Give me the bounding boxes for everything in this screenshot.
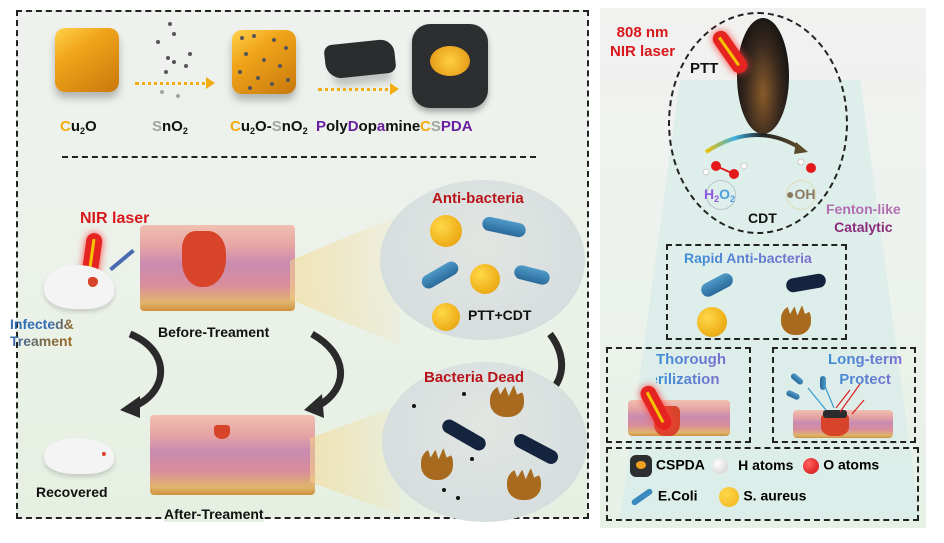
h2o2-circle — [706, 180, 736, 210]
legend-row-2: E.Coli S. aureus — [630, 487, 806, 507]
nir-laser-label: NIR laser — [80, 210, 150, 227]
thorough-sterilization-label: Thorough Sterilization — [634, 351, 726, 388]
sno2-particles-image — [150, 22, 200, 102]
reaction-arrow-icon — [704, 132, 808, 154]
label-part: 2 — [250, 126, 256, 136]
ecoli-icon — [630, 487, 654, 507]
808nm-laser-label: 808 nm NIR laser — [610, 24, 676, 60]
label-polydopamine: PolyDopamine — [316, 118, 420, 135]
skin-before-treatment-image — [140, 225, 295, 311]
oh-circle — [786, 180, 816, 210]
s-aureus-icon — [470, 264, 500, 294]
repel-arrows-icon — [807, 383, 865, 415]
o-atom-icon — [803, 458, 820, 474]
rapid-anti-bacteria-box — [666, 244, 847, 340]
label-part: P — [316, 118, 327, 135]
label-part: S — [271, 118, 282, 135]
label-part: 2 — [182, 126, 188, 136]
label-cu2o-sno2: Cu2O-SnO2 — [230, 118, 308, 136]
bacteria-dead-label: Bacteria Dead — [424, 369, 525, 386]
label-cspda: CSPDA — [420, 118, 473, 135]
after-treatment-label: After-Treament — [164, 506, 264, 522]
legend-box — [606, 447, 919, 521]
label-part: S — [430, 118, 441, 135]
ptt-cdt-label: PTT+CDT — [468, 307, 532, 323]
cspda-icon — [630, 455, 652, 477]
h-atom-icon — [712, 458, 729, 474]
before-treatment-label: Before-Treament — [158, 324, 270, 340]
s-aureus-icon — [432, 303, 460, 331]
arrow-head-icon — [390, 83, 399, 95]
arrow-right-icon — [318, 88, 396, 91]
long-term-protect-box — [772, 347, 916, 443]
hydroxyl-molecule-icon — [797, 158, 816, 173]
label-part: 2 — [302, 126, 308, 136]
ptt-label: PTT — [690, 60, 719, 77]
thorough-sterilization-box — [606, 347, 751, 443]
skin-protect-image — [793, 410, 893, 438]
particle-dot — [462, 392, 466, 396]
label-part: op — [358, 118, 377, 135]
label-part: C — [230, 118, 241, 135]
label-part: D — [347, 118, 359, 135]
separator-line — [62, 156, 536, 158]
s-aureus-icon — [697, 307, 727, 337]
label-part: 2 — [80, 126, 86, 136]
curved-arrow-icon — [120, 330, 165, 418]
particle-dot — [442, 488, 446, 492]
label-part: u — [70, 118, 81, 135]
label-part: C — [60, 118, 71, 135]
fenton-catalytic-label: Fenton-like Catalytic — [826, 201, 901, 235]
label-part: O- — [255, 118, 272, 135]
label-part: mine — [385, 118, 421, 135]
cu2o-sno2-cube-image — [232, 30, 296, 94]
recovered-label: Recovered — [36, 484, 108, 500]
particle-dot — [456, 496, 460, 500]
s-aureus-icon — [719, 487, 740, 507]
rapid-anti-bacteria-label: Rapid Anti-bacteria — [684, 250, 812, 266]
mouse-infected-image — [44, 265, 114, 309]
legend-row-1: CSPDA H atoms O atoms — [630, 455, 879, 477]
label-part: S — [152, 118, 163, 135]
label-sno2: SnO2 — [152, 118, 188, 136]
s-aureus-icon — [430, 215, 462, 247]
label-part: u — [240, 118, 251, 135]
cu2o-cube-image — [55, 28, 119, 92]
skin-after-treatment-image — [150, 415, 315, 495]
label-part: nO — [281, 118, 303, 135]
cspda-particle-image — [412, 24, 488, 108]
anti-bacteria-zoom-circle — [380, 180, 585, 340]
arrow-head-icon — [206, 77, 215, 89]
arrow-right-icon — [135, 82, 213, 85]
h2o2-label: H2O2 — [704, 186, 736, 204]
particle-dot — [470, 457, 474, 461]
label-part: C — [420, 118, 431, 135]
label-part: nO — [162, 118, 183, 135]
polydopamine-sheet-image — [323, 38, 397, 80]
hydroxyl-radical-label: ●OH — [786, 186, 816, 202]
curved-arrow-icon — [304, 330, 345, 418]
label-part: PDA — [440, 118, 473, 135]
label-part: O — [85, 118, 97, 135]
bacterium-ptt-image — [737, 18, 789, 134]
particle-dot — [412, 404, 416, 408]
infected-treatment-label: Infected& Treament — [10, 316, 74, 349]
anti-bacteria-label: Anti-bacteria — [432, 190, 524, 207]
label-cu2o: Cu2O — [60, 118, 97, 136]
mouse-recovered-image — [44, 438, 114, 474]
mechanism-oval — [668, 12, 848, 234]
h2o2-molecule-icon — [702, 161, 748, 179]
cdt-label: CDT — [748, 210, 777, 226]
label-part: oly — [326, 118, 348, 135]
label-part: a — [376, 118, 386, 135]
skin-sterilization-image — [628, 400, 730, 436]
